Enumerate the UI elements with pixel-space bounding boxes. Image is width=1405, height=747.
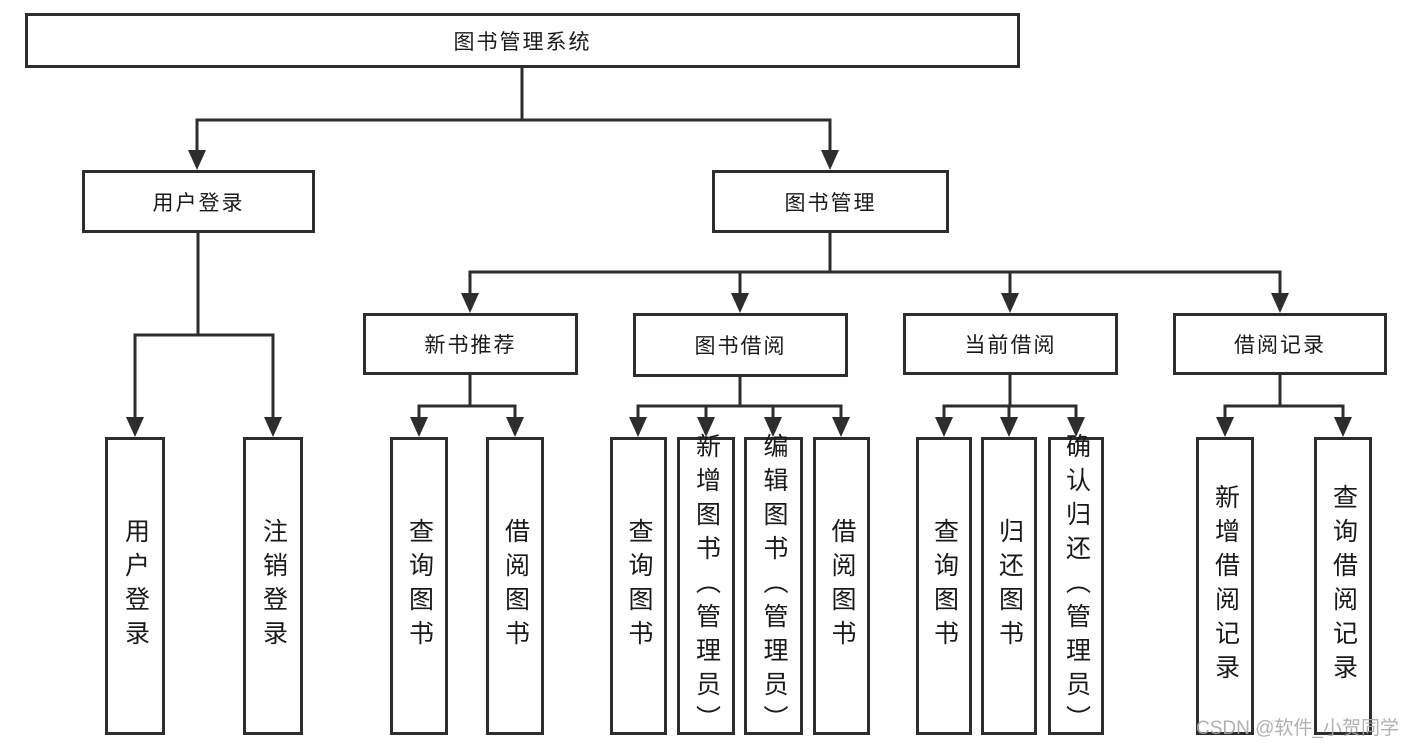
leaf-query-borrow-record: 查询借阅记录 — [1314, 437, 1372, 735]
node-book-borrowing: 图书借阅 — [633, 313, 848, 377]
node-borrowing-records: 借阅记录 — [1173, 313, 1387, 375]
node-current-borrowing: 当前借阅 — [903, 313, 1118, 375]
csdn-watermark: CSDN @软件_小贺同学 — [1196, 718, 1399, 739]
leaf-borrow-books: 借阅图书 — [813, 437, 870, 735]
leaf-query-books: 查询图书 — [916, 437, 972, 735]
leaf-query-books: 查询图书 — [610, 437, 667, 735]
leaf-add-borrow-record: 新增借阅记录 — [1196, 437, 1254, 735]
leaf-label: 新增借阅记录 — [1211, 484, 1240, 688]
leaf-user-login: 用户登录 — [105, 437, 165, 735]
leaf-label: 借阅图书 — [501, 518, 530, 654]
leaf-label: 编辑图书（管理员） — [760, 433, 788, 739]
leaf-borrow-books: 借阅图书 — [486, 437, 544, 735]
leaf-return-books: 归还图书 — [981, 437, 1037, 735]
node-new-book-recommendation: 新书推荐 — [363, 313, 578, 375]
node-label: 当前借阅 — [964, 334, 1057, 357]
leaf-label: 用户登录 — [121, 518, 150, 654]
leaf-label: 确认归还（管理员） — [1062, 433, 1091, 739]
leaf-label: 查询图书 — [405, 518, 434, 654]
leaf-query-books: 查询图书 — [390, 437, 448, 735]
leaf-label: 归还图书 — [995, 518, 1024, 654]
leaf-logout: 注销登录 — [243, 437, 303, 735]
leaf-edit-books-admin: 编辑图书（管理员） — [744, 433, 803, 739]
node-book-management: 图书管理 — [712, 170, 949, 233]
leaf-label: 借阅图书 — [828, 518, 856, 654]
leaf-add-books-admin: 新增图书（管理员） — [677, 433, 735, 739]
leaf-label: 查询图书 — [930, 518, 959, 654]
node-label: 用户登录 — [152, 191, 245, 215]
node-user-login: 用户登录 — [82, 170, 315, 233]
node-label: 新书推荐 — [424, 334, 517, 357]
leaf-label: 新增图书（管理员） — [692, 433, 721, 739]
node-label: 图书管理系统 — [453, 30, 592, 54]
node-label: 图书借阅 — [694, 335, 787, 358]
leaf-label: 查询借阅记录 — [1329, 484, 1358, 688]
leaf-label: 注销登录 — [259, 518, 288, 654]
node-label: 借阅记录 — [1234, 334, 1326, 357]
leaf-label: 查询图书 — [625, 518, 653, 654]
node-label: 图书管理 — [784, 191, 877, 215]
node-library-management-system: 图书管理系统 — [25, 13, 1020, 68]
leaf-confirm-return-admin: 确认归还（管理员） — [1048, 433, 1104, 739]
